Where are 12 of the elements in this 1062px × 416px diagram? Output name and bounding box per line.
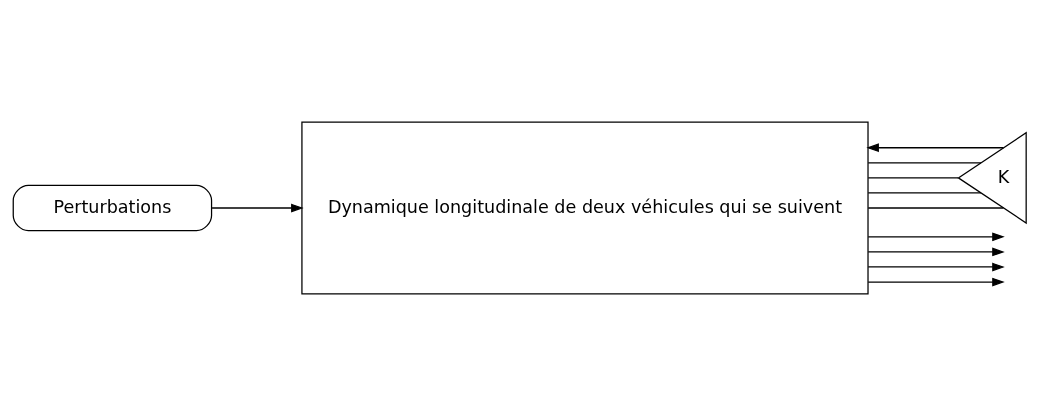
arrow (866, 143, 1005, 153)
arrow (867, 247, 1005, 257)
connector (867, 207, 1005, 209)
connector (867, 162, 982, 164)
node-box: Perturbations (12, 184, 213, 232)
arrow (211, 203, 304, 213)
arrow (867, 262, 1005, 272)
arrow (867, 277, 1005, 287)
connector (867, 177, 959, 179)
node-box: Dynamique longitudinale de deux véhicules qui se suivent (301, 121, 869, 295)
arrow (867, 232, 1005, 242)
connector (867, 192, 982, 194)
